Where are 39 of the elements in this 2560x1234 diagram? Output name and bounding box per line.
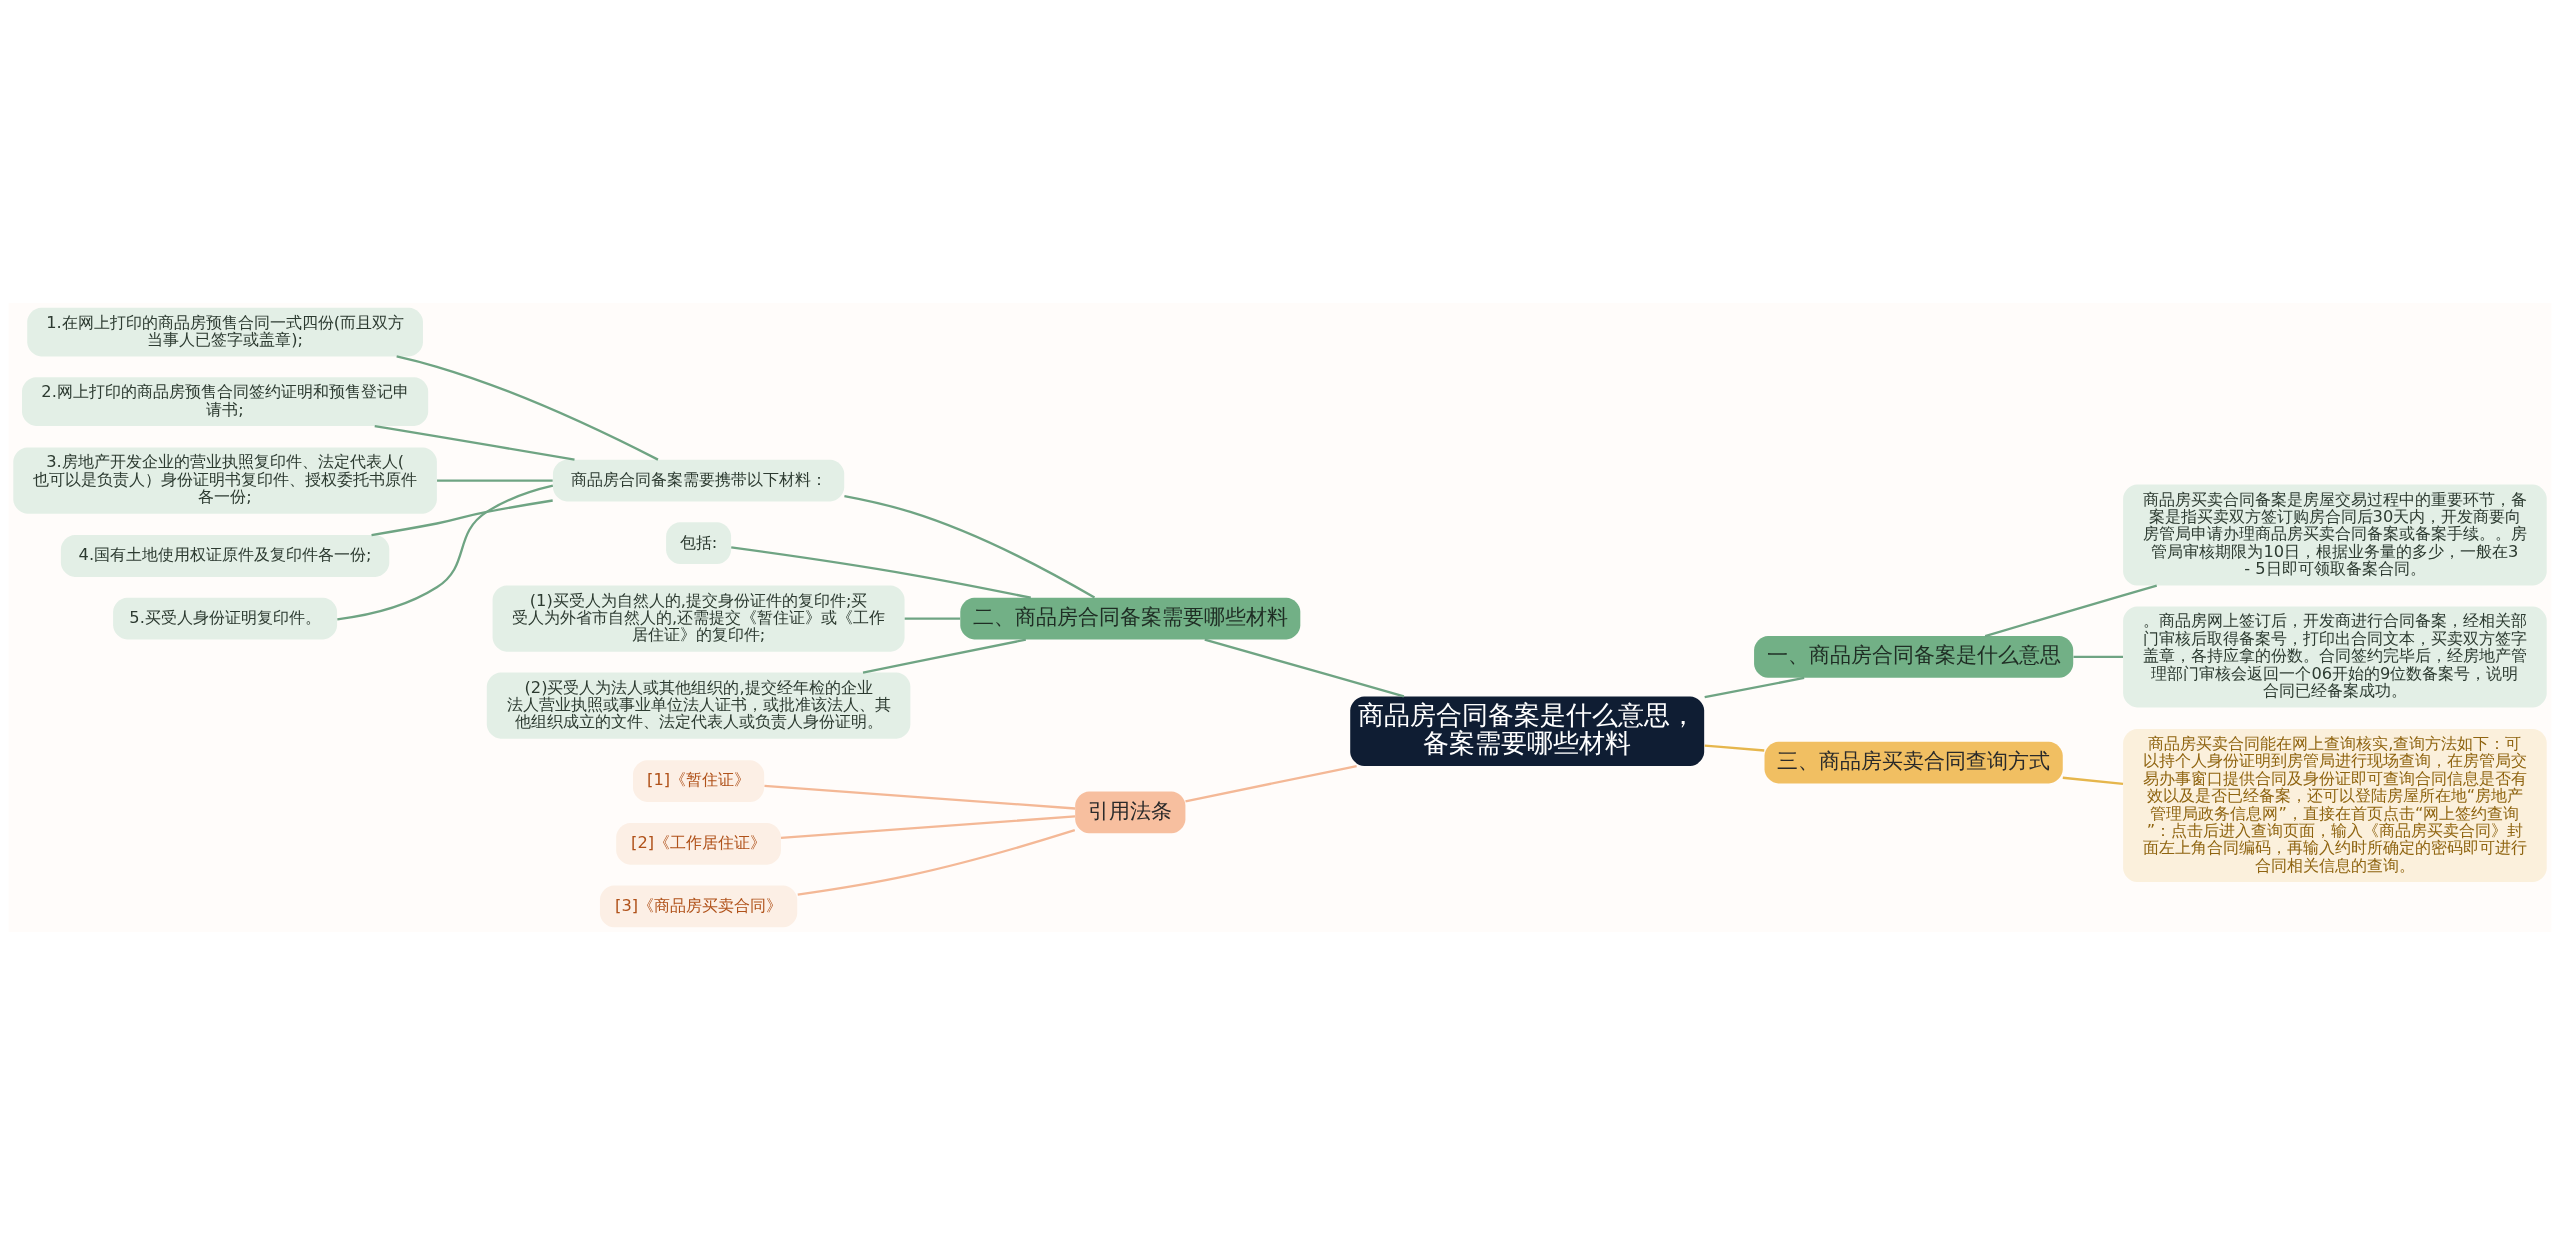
- node-box: 4.国有土地使用权证原件及复印件各一份;: [60, 534, 390, 577]
- connector: [731, 545, 1031, 599]
- connector: [844, 494, 1096, 599]
- node-box: 包括:: [666, 521, 732, 564]
- node-box: 二、商品房合同备案需要哪些材料: [960, 597, 1301, 640]
- node-box: 。商品房网上签订后，开发商进行合同备案，经相关部门审核后取得备案号，打印出合同文本，买卖双方签字盖章，各持应拿的份数。合同签约完毕后，经房地产管理部门审核会返回一个06开始的9位数备案号，说明合同已经备案成功。: [2123, 606, 2547, 707]
- node-box: 1.在网上打印的商品房预售合同一式四份(而且双方当事人已签字或盖章);: [27, 307, 423, 356]
- connector: [1984, 584, 2158, 637]
- connector: [780, 814, 1076, 839]
- connector: [2062, 776, 2124, 785]
- node-box: (1)买受人为自然人的,提交身份证件的复印件;买受人为外省市自然人的,还需提交《暂住证》或《工作居住证》的复印件;: [492, 585, 905, 652]
- connector: [1204, 637, 1405, 697]
- node-box: [2]《工作居住证》: [616, 822, 781, 865]
- connector: [371, 498, 553, 536]
- node-box: (2)买受人为法人或其他组织的,提交经年检的企业法人营业执照或事业单位法人证书，或批准该法人、其他组织成立的文件、法定代表人或负责人身份证明。: [486, 672, 911, 739]
- node-box: 5.买受人身份证明复印件。: [113, 597, 338, 640]
- connector: [764, 784, 1076, 810]
- node-box: 商品房合同备案需要携带以下材料：: [552, 459, 845, 501]
- connector: [1185, 764, 1357, 802]
- node-box: [3]《商品房买卖合同》: [599, 885, 798, 927]
- connector: [1704, 743, 1765, 752]
- connector: [862, 637, 1027, 674]
- node-box: 2.网上打印的商品房预售合同签约证明和预售登记申请书;: [22, 376, 429, 426]
- connector: [337, 484, 554, 620]
- node-box: 三、商品房买卖合同查询方式: [1764, 741, 2063, 783]
- node-box: 3.房地产开发企业的营业执照复印件、法定代表人(也可以是负责人）身份证明书复印件、授权委托书原件各一份;: [13, 447, 437, 514]
- connector: [797, 828, 1076, 896]
- node-box: [1]《暂住证》: [633, 759, 765, 802]
- connector: [374, 424, 575, 461]
- connector: [437, 478, 553, 482]
- connector: [2073, 655, 2123, 658]
- node-box: 一、商品房合同备案是什么意思: [1754, 635, 2074, 678]
- node-box: 商品房买卖合同备案是房屋交易过程中的重要环节，备案是指买卖双方签订购房合同后30天内，开发商要向房管局申请办理商品房买卖合同备案或备案手续。。房管局审核期限为10日，根据业务量的多少，一般在3 - 5日即可领取备案合同。: [2123, 484, 2547, 586]
- node-box: 商品房合同备案是什么意思，备案需要哪些材料: [1350, 695, 1705, 766]
- node-box: 引用法条: [1075, 791, 1186, 833]
- connector: [904, 617, 961, 620]
- connector: [1704, 676, 1805, 698]
- connector: [396, 354, 659, 461]
- node-box: 商品房买卖合同能在网上查询核实,查询方法如下：可以持个人身份证明到房管局进行现场查询，在房管局交易办事窗口提供合同及身份证即可查询合同信息是否有效以及是否已经备案，还可以登陆房屋所在地“房地产管理局政务信息网”，直接在首页点击“网上签约查询”：点击后进入查询页面，输入《商品房买卖合同》封面左上角合同编码，再输入约时所确定的密码即可进行合同相关信息的查询。: [2123, 728, 2547, 882]
